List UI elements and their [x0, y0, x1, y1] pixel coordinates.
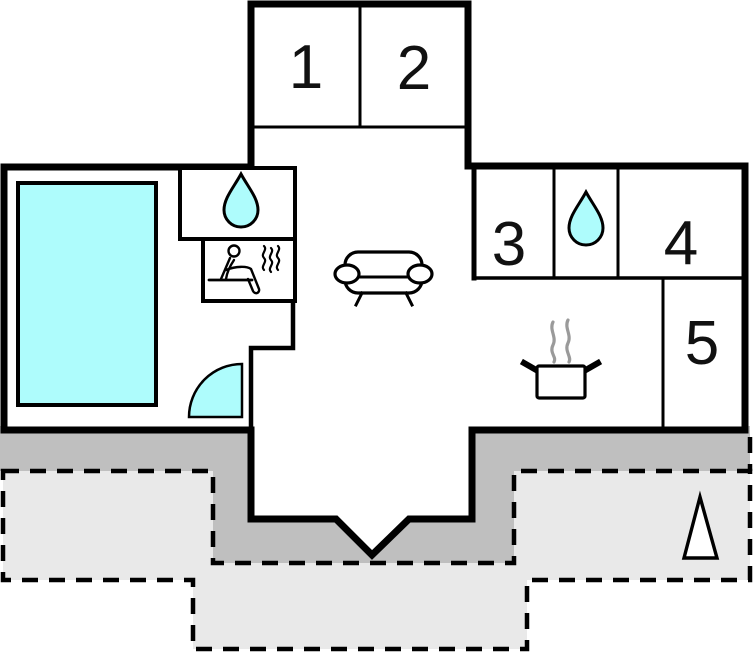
water-drop-icon-right [567, 188, 605, 247]
building [0, 0, 749, 560]
wall-hall-poolroom [248, 298, 296, 433]
pool [16, 181, 158, 407]
sauna-box [201, 237, 297, 303]
room-3-label: 3 [492, 210, 526, 279]
sofa-icon [333, 250, 434, 308]
steam-icon [550, 318, 572, 364]
door-swing-icon [187, 362, 244, 419]
cooking-pot-icon [519, 358, 603, 400]
room-5-label: 5 [685, 309, 719, 378]
room-2-label: 2 [397, 34, 431, 103]
room-4-label: 4 [664, 209, 698, 278]
room-labels: 1 2 3 4 5 [289, 33, 719, 378]
north-arrow-icon [681, 490, 720, 560]
terrace-light-area [0, 468, 753, 652]
sauna-icon [207, 244, 281, 295]
water-drop-icon-left [222, 170, 260, 229]
room-1-label: 1 [289, 33, 323, 102]
